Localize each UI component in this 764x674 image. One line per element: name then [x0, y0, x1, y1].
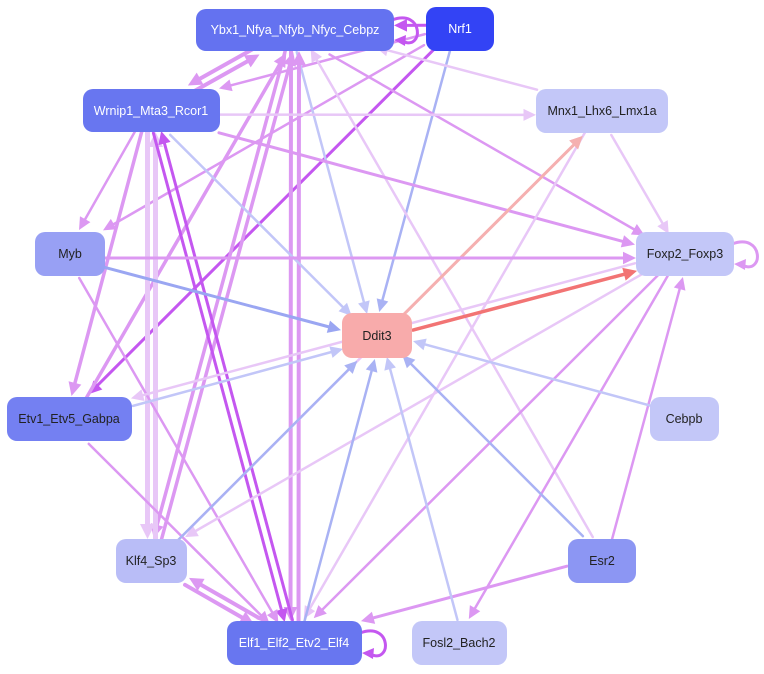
self-loop-elf1 — [359, 629, 387, 659]
svg-text:Klf4_Sp3: Klf4_Sp3 — [126, 554, 177, 568]
edge-esr2-to-elf1 — [360, 564, 569, 624]
edge-mnx1-to-foxp2 — [610, 133, 669, 235]
svg-text:Cebpb: Cebpb — [666, 412, 703, 426]
edge-ybx1-to-wrnip1 — [187, 45, 258, 86]
edge-wrnip1-to-foxp2 — [217, 131, 635, 248]
svg-text:Fosl2_Bach2: Fosl2_Bach2 — [423, 636, 496, 650]
edge-foxp2-to-elf1 — [313, 271, 662, 619]
edge-etv1-to-ddit3 — [131, 346, 344, 408]
node-mnx1[interactable]: Mnx1_Lhx6_Lmx1a — [536, 89, 668, 133]
edge-klf4-to-elf1 — [183, 582, 255, 625]
edge-ybx1-to-ddit3 — [295, 50, 370, 315]
self-loop-ybx1 — [391, 16, 419, 46]
svg-text:Elf1_Elf2_Etv2_Elf4: Elf1_Elf2_Etv2_Elf4 — [239, 636, 350, 650]
edge-elf1-to-ybx1 — [292, 51, 306, 624]
svg-text:Ybx1_Nfya_Nfyb_Nfyc_Cebpz: Ybx1_Nfya_Nfyb_Nfyc_Cebpz — [211, 23, 380, 37]
edge-ddit3-to-mnx1 — [400, 135, 583, 318]
node-elf1[interactable]: Elf1_Elf2_Etv2_Elf4 — [227, 621, 362, 665]
node-ddit3[interactable]: Ddit3 — [342, 313, 412, 358]
edge-fosl2-to-ddit3 — [384, 356, 459, 622]
svg-text:Nrf1: Nrf1 — [448, 22, 472, 36]
edge-klf4-to-ybx1 — [159, 52, 297, 542]
svg-text:Etv1_Etv5_Gabpa: Etv1_Etv5_Gabpa — [18, 412, 120, 426]
svg-text:Mnx1_Lhx6_Lmx1a: Mnx1_Lhx6_Lmx1a — [547, 104, 656, 118]
svg-text:Esr2: Esr2 — [589, 554, 615, 568]
edge-ybx1-to-elf1 — [283, 48, 298, 621]
edge-esr2-to-ddit3 — [402, 355, 585, 538]
edge-foxp2-to-fosl2 — [468, 272, 671, 619]
edge-myb-to-ddit3 — [102, 265, 341, 333]
edge-mnx1-to-elf1 — [303, 129, 588, 619]
node-cebpb[interactable]: Cebpb — [650, 397, 719, 441]
node-esr2[interactable]: Esr2 — [568, 539, 636, 583]
svg-text:Wrnip1_Mta3_Rcor1: Wrnip1_Mta3_Rcor1 — [94, 104, 208, 118]
node-myb[interactable]: Myb — [35, 232, 105, 276]
edge-wrnip1-to-ybx1 — [189, 54, 260, 95]
edge-wrnip1-to-myb — [79, 128, 138, 231]
edge-esr2-to-ybx1 — [310, 48, 594, 539]
nodes-layer: Ybx1_Nfya_Nfyb_Nfyc_Cebpz Nrf1 Wrnip1_Mt… — [7, 7, 734, 665]
edge-etv1-to-elf1 — [87, 442, 270, 624]
edge-wrnip1-to-klf4 — [140, 129, 155, 539]
node-fosl2[interactable]: Fosl2_Bach2 — [412, 621, 507, 665]
edge-wrnip1-to-elf1 — [151, 131, 288, 623]
edge-foxp2-to-klf4 — [185, 271, 647, 538]
self-loop-foxp2 — [731, 240, 759, 270]
edge-klf4-to-wrnip1 — [148, 132, 163, 542]
edge-elf1-to-wrnip1 — [158, 130, 294, 622]
edge-myb-to-elf1 — [77, 276, 279, 623]
edge-cebpb-to-ddit3 — [413, 338, 653, 408]
edge-ybx1-to-foxp2 — [328, 53, 645, 236]
edge-nrf1-to-myb — [103, 43, 426, 231]
node-nrf1[interactable]: Nrf1 — [426, 7, 494, 51]
edge-ddit3-to-foxp2 — [411, 267, 638, 332]
edge-esr2-to-foxp2 — [610, 277, 686, 542]
edge-wrnip1-to-ddit3 — [168, 133, 352, 316]
edge-elf1-to-ddit3 — [303, 359, 378, 624]
edge-klf4-to-ddit3 — [175, 360, 358, 544]
svg-text:Ddit3: Ddit3 — [362, 329, 391, 343]
edge-wrnip1-to-mnx1 — [218, 108, 536, 121]
edge-myb-to-foxp2 — [103, 251, 636, 265]
node-ybx1[interactable]: Ybx1_Nfya_Nfyb_Nfyc_Cebpz — [196, 9, 394, 51]
node-etv1[interactable]: Etv1_Etv5_Gabpa — [7, 397, 132, 441]
node-klf4[interactable]: Klf4_Sp3 — [116, 539, 187, 583]
edge-elf1-to-klf4 — [188, 577, 261, 620]
svg-text:Foxp2_Foxp3: Foxp2_Foxp3 — [647, 247, 723, 261]
node-foxp2[interactable]: Foxp2_Foxp3 — [636, 232, 734, 276]
svg-text:Myb: Myb — [58, 247, 82, 261]
edges-layer — [68, 16, 759, 659]
node-wrnip1[interactable]: Wrnip1_Mta3_Rcor1 — [83, 89, 220, 132]
